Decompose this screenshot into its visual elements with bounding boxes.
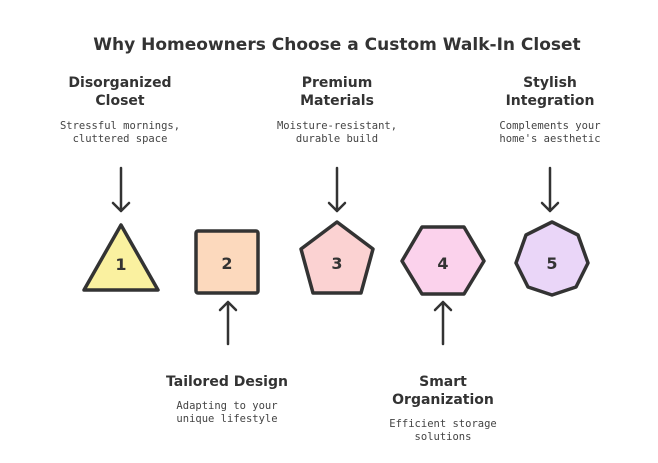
step-5-heading-line-1: Stylish xyxy=(523,75,577,91)
step-3-description-line-2: durable build xyxy=(296,133,378,145)
step-3: Premium Materials Moisture-resistant, du… xyxy=(277,75,397,295)
step-2-number: 2 xyxy=(221,254,232,273)
step-3-heading-line-1: Premium xyxy=(302,75,373,91)
triangle-shape xyxy=(82,223,160,292)
step-4-description-line-1: Efficient storage xyxy=(389,418,496,430)
step-2-description-line-1: Adapting to your xyxy=(176,400,277,412)
step-1-description-line-1: Stressful mornings, xyxy=(60,120,180,132)
step-1-description-line-2: cluttered space xyxy=(73,133,168,145)
step-2-description-line-2: unique lifestyle xyxy=(176,413,277,425)
step-1-heading-line-1: Disorganized xyxy=(68,75,171,91)
up-arrow-icon xyxy=(433,300,453,346)
square-shape xyxy=(194,229,260,295)
step-4-number: 4 xyxy=(437,254,448,273)
step-3-number: 3 xyxy=(331,254,342,273)
step-5: Stylish Integration Complements your hom… xyxy=(499,75,601,297)
down-arrow-icon xyxy=(327,166,347,213)
step-3-description-line-1: Moisture-resistant, xyxy=(277,120,397,132)
step-4-description-line-2: solutions xyxy=(415,431,472,443)
step-1-heading-line-2: Closet xyxy=(95,93,145,109)
diagram-title: Why Homeowners Choose a Custom Walk-In C… xyxy=(93,35,580,55)
step-5-description-line-1: Complements your xyxy=(499,120,600,132)
step-2-heading: Tailored Design xyxy=(166,374,288,390)
step-5-heading-line-2: Integration xyxy=(506,93,595,109)
step-4-heading-line-1: Smart xyxy=(419,374,467,390)
step-2: 2 Tailored Design Adapting to your uniqu… xyxy=(166,229,288,425)
heptagon-shape xyxy=(514,220,590,297)
step-5-description-line-2: home's aesthetic xyxy=(499,133,600,145)
down-arrow-icon xyxy=(540,166,560,213)
up-arrow-icon xyxy=(218,300,238,346)
step-1: Disorganized Closet Stressful mornings, … xyxy=(60,75,180,292)
pentagon-shape xyxy=(299,220,375,295)
down-arrow-icon xyxy=(111,166,131,213)
hexagon-shape xyxy=(400,225,486,296)
step-4: 4 Smart Organization Efficient storage s… xyxy=(389,225,497,443)
step-5-number: 5 xyxy=(546,254,557,273)
step-4-heading-line-2: Organization xyxy=(392,392,494,408)
step-3-heading-line-2: Materials xyxy=(300,93,374,109)
step-1-number: 1 xyxy=(115,255,126,274)
